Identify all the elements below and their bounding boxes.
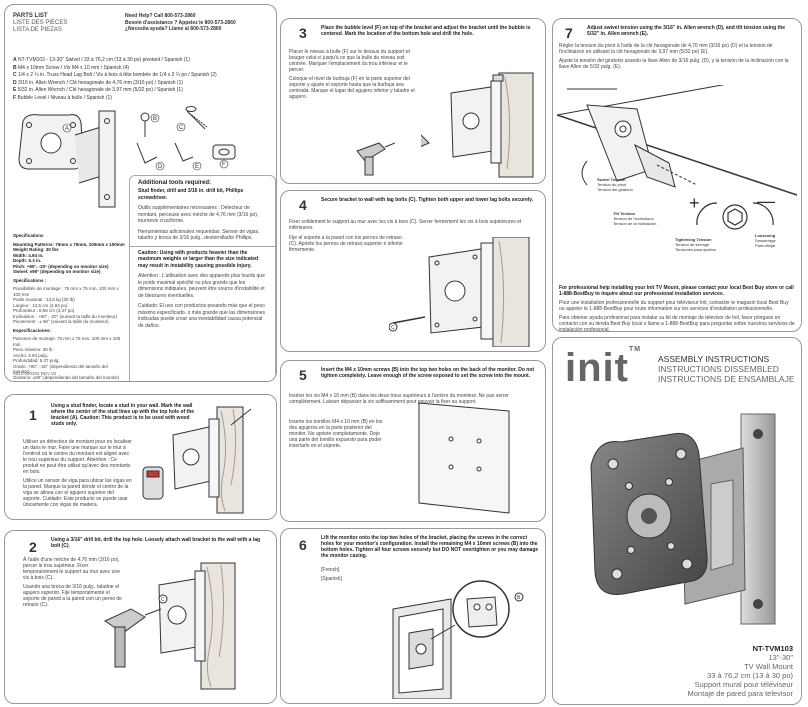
step-6-illustration: B xyxy=(392,580,524,699)
list-item: B M4 x 10mm Screw / Vis M4 x 10 mm / Spa… xyxy=(13,64,130,71)
step-7-panel: 7 Adjust swivel tension using the 3/16" … xyxy=(552,18,802,332)
step-2-illustration: C xyxy=(103,562,236,690)
svg-text:Desserrage: Desserrage xyxy=(755,238,776,243)
step-number: 7 xyxy=(565,25,573,41)
parts-illustration: A B C D E F xyxy=(18,106,236,208)
step-4-panel: 4 Secure bracket to wall with lag bolts … xyxy=(280,190,546,352)
plus-icon: + xyxy=(689,193,700,213)
step-1-panel: 1 Using a stud finder, locate a stud in … xyxy=(4,394,277,520)
step-number: 4 xyxy=(299,197,307,213)
parts-panel: PARTS LIST LISTE DES PIÈCES LISTA DE PIE… xyxy=(4,4,277,382)
assembly-instructions-title: ASSEMBLY INSTRUCTIONS INSTRUCTIONS DISSE… xyxy=(658,354,795,384)
part-label-b: B xyxy=(517,595,521,601)
svg-text:Tension de l'inclinaison: Tension de l'inclinaison xyxy=(613,216,654,221)
list-item: E 5/32 in. Allen Wrench / Clé hexagonale… xyxy=(13,87,183,93)
specifications: Specifications Mounting Patterns: 75mm x… xyxy=(13,233,125,380)
help-info: Need Help? Call 800-573-2860 Besoin d'as… xyxy=(125,13,236,32)
part-label-d: D xyxy=(158,164,163,170)
tighten-label: Tightening Tension xyxy=(675,237,712,242)
step-2-panel: 2 Using a 3/16" drill bit, drill the top… xyxy=(4,530,277,704)
list-item: C 1/4 x 2 ¼ in. Truss Head Lag Bolt / Vi… xyxy=(13,72,217,78)
step-5-illustration xyxy=(418,402,510,514)
product-info: NT-TVM103 13"-30" TV Wall Mount 33 à 76,… xyxy=(687,644,793,698)
tilt-label: Tilt Tension xyxy=(613,211,636,216)
swivel-label: Swivel Tension xyxy=(597,177,626,182)
step-3-illustration xyxy=(421,72,534,178)
list-item: A NT-TVM103 - 13-30" Swivel / 33 à 76,2 … xyxy=(13,57,190,63)
step-number: 6 xyxy=(299,537,307,553)
step-3-panel: 3 Place the bubble level (F) on top of t… xyxy=(280,18,546,184)
document-code: 0822-000202 REV 02 xyxy=(13,371,57,376)
step-4-illustration: C xyxy=(389,237,530,347)
step-1-illustration xyxy=(142,406,252,514)
product-image xyxy=(590,413,776,625)
drill-icon xyxy=(356,142,395,176)
step-number: 5 xyxy=(299,367,307,383)
step-number: 3 xyxy=(299,25,307,41)
list-item: D 3/16 in. Allen Wrench / Clé hexagonale… xyxy=(13,79,184,86)
svg-text:Tension du pivot: Tension du pivot xyxy=(597,182,627,187)
part-label-a: A xyxy=(65,126,69,132)
svg-text:Para aflojar: Para aflojar xyxy=(755,243,776,248)
svg-text:Tensiones para apretar: Tensiones para apretar xyxy=(675,247,717,252)
minus-icon: — xyxy=(757,191,775,211)
step-number: 2 xyxy=(29,539,37,555)
step-7-illustration: Swivel Tension Tension du pivot Tensión … xyxy=(557,85,797,252)
part-label-b: B xyxy=(153,116,157,122)
cover-panel: initTM ASSEMBLY INSTRUCTIONS INSTRUCTION… xyxy=(552,337,802,705)
part-label-c: C xyxy=(161,597,165,603)
svg-text:Tensión del giratorio: Tensión del giratorio xyxy=(597,187,634,192)
professional-help-text: For professional help installing your In… xyxy=(559,285,794,297)
part-label-c: C xyxy=(391,325,395,331)
part-label-f: F xyxy=(222,162,226,168)
step-5-panel: 5 Insert the M4 x 10mm screws (B) into t… xyxy=(280,360,546,522)
additional-tools-box: Additional tools required: Stud finder, … xyxy=(129,175,276,381)
init-logo: initTM xyxy=(565,346,642,390)
part-label-e: E xyxy=(195,164,199,170)
parts-list: A NT-TVM103 - 13-30" Swivel / 33 à 76,2 … xyxy=(13,57,253,102)
svg-text:Tension de serrage: Tension de serrage xyxy=(675,242,710,247)
part-label-c: C xyxy=(179,125,184,131)
loosen-label: Loosening xyxy=(755,233,776,238)
caution-text: Caution: Using with products heavier tha… xyxy=(138,249,259,269)
step-number: 1 xyxy=(29,407,37,423)
parts-title: PARTS LIST LISTE DES PIÈCES LISTA DE PIE… xyxy=(13,13,68,33)
step-6-panel: 6 Lift the monitor onto the top two hole… xyxy=(280,528,546,704)
list-item: F Bubble Level / Niveau à bulle / Spanis… xyxy=(13,94,112,101)
svg-text:Tensión de la inclinación: Tensión de la inclinación xyxy=(613,221,656,226)
